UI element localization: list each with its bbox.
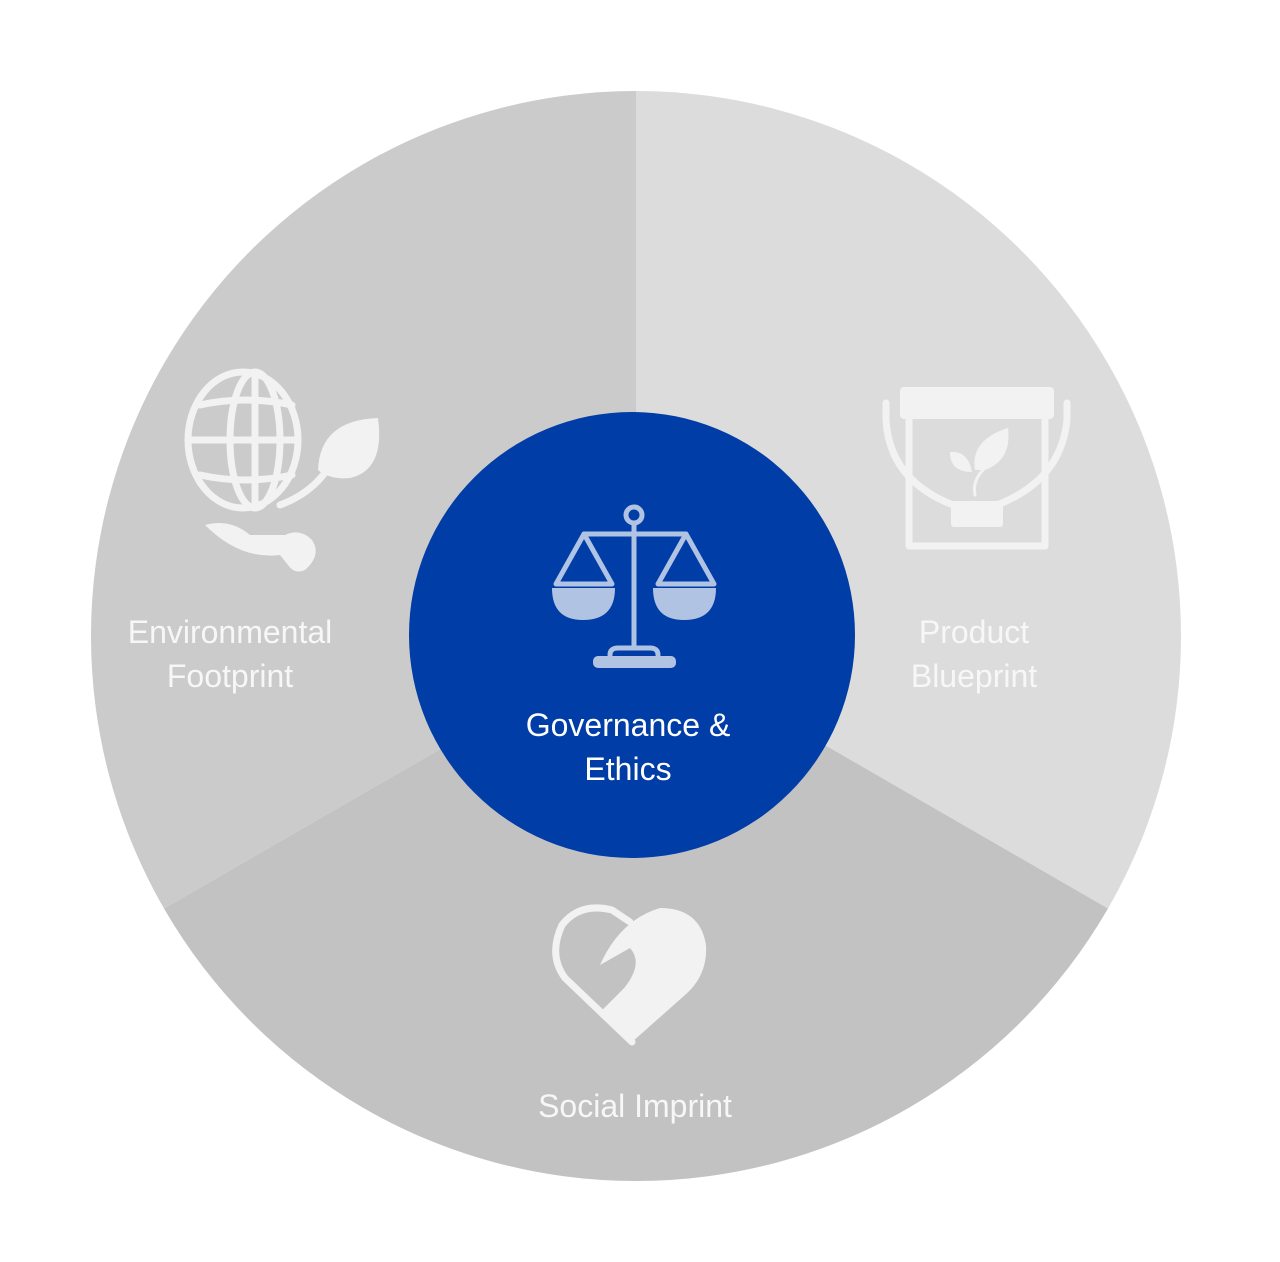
- globe-hand-leaf-icon: [184, 368, 380, 572]
- scales-of-justice-icon: [552, 504, 717, 668]
- environmental-footprint-label-line2: Footprint: [167, 658, 293, 694]
- product-blueprint-label-line1: Product: [919, 614, 1029, 650]
- product-blueprint-label-line2: Blueprint: [911, 658, 1037, 694]
- bucket-plant-icon: [882, 387, 1071, 550]
- environmental-footprint-label-line1: Environmental: [128, 614, 333, 650]
- governance-ethics-label-line1: Governance &: [526, 707, 731, 743]
- governance-ethics-label-line2: Ethics: [584, 751, 671, 787]
- social-imprint-label: Social Imprint: [538, 1088, 732, 1124]
- handshake-heart-icon: [552, 904, 707, 1046]
- segment-social-imprint[interactable]: [164, 636, 1108, 1182]
